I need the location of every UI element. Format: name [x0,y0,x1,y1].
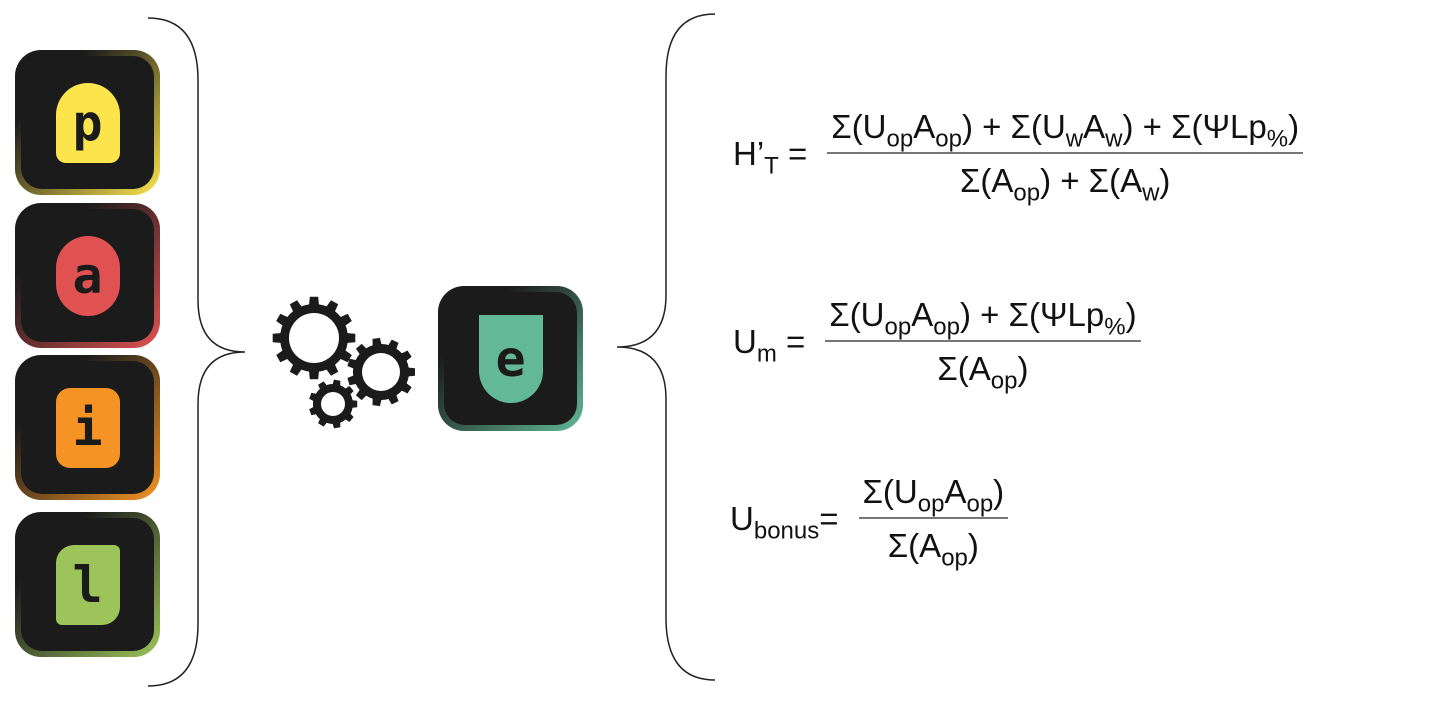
tile-a: a [15,203,160,348]
formula-subscript: op [1013,178,1041,206]
formula-text: ) + Σ(U [961,108,1066,145]
tile-p: p [15,50,160,195]
formula-text: Σ(A [937,349,991,387]
i-badge: i [55,387,120,468]
formula-lhs: H’T = [733,134,808,178]
numerator: Σ(UopAop) + Σ(UwAw) + Σ(ΨLp%) [827,108,1303,152]
output-tile-e: e [438,286,583,431]
formula-subscript: op [966,490,994,518]
formula-subscript: T [764,152,779,180]
formula-text: ) + Σ(ΨLp [959,296,1105,333]
formula-subscript: op [990,366,1018,394]
formula-subscript: op [933,313,960,341]
fraction: Σ(UopAop) + Σ(UwAw) + Σ(ΨLp%)Σ(Aop) + Σ(… [827,108,1304,205]
formula-subscript: op [884,313,912,341]
formula-text: = [819,499,839,537]
tile-l: l [15,512,160,657]
e-badge: e [478,314,543,403]
medium-gear-icon [347,337,415,407]
large-gear-icon [272,296,356,380]
formula-text: Σ(U [831,108,887,145]
formula-lhs: Um = [733,322,806,366]
fraction: Σ(UopAop)Σ(Aop) [858,473,1009,570]
formula-text: ) [1288,108,1300,145]
l-badge: l [55,544,120,625]
denominator: Σ(Aop) + Σ(Aw) [956,154,1174,205]
formula-subscript: bonus [753,517,820,545]
p-badge: p [55,82,120,163]
formula-subscript: % [1266,125,1289,153]
formula-text: A [944,473,967,510]
formula-subscript: w [1065,125,1084,153]
small-gear-icon [309,379,358,429]
formula-text: A [1083,108,1106,145]
formula-text: U [733,322,757,360]
left-brace [147,17,246,687]
formula-text: Σ(A [959,161,1014,199]
formula-text: ) [1017,349,1029,387]
formula-subscript: % [1104,313,1126,341]
e-letter: e [495,329,526,388]
denominator: Σ(Aop) [884,519,983,570]
formula-text: ) + Σ(ΨLp [1122,108,1267,145]
formula-subscript: op [935,125,962,153]
formula-1: H’T =Σ(UopAop) + Σ(UwAw) + Σ(ΨLp%)Σ(Aop)… [733,108,1304,205]
formula-subscript: op [886,125,914,153]
a-badge: a [55,235,120,316]
formula-text: ) [993,473,1005,510]
formula-3: Ubonus=Σ(UopAop)Σ(Aop) [730,473,1009,570]
fraction-bar [825,340,1141,342]
formula-subscript: op [917,490,945,518]
formula-text: A [911,296,934,333]
formula-lhs: Ubonus= [730,499,839,543]
formula-text: ) [967,526,979,564]
denominator: Σ(Aop) [933,342,1032,393]
l-letter: l [72,555,103,614]
fraction: Σ(UopAop) + Σ(ΨLp%)Σ(Aop) [825,296,1141,393]
numerator: Σ(UopAop) + Σ(ΨLp%) [825,296,1140,340]
formula-text: ) [1125,296,1137,333]
i-letter: i [72,398,103,457]
formula-subscript: m [756,340,777,368]
formula-text: Σ(A [887,526,942,564]
formula-text: = [778,134,808,172]
formula-text: Σ(U [862,473,918,510]
fraction-bar [827,152,1304,154]
numerator: Σ(UopAop) [859,473,1009,517]
formula-subscript: w [1105,125,1123,153]
right-brace [616,13,716,681]
formula-subscript: op [941,543,968,571]
a-letter: a [72,246,103,305]
p-letter: p [72,93,103,152]
formula-text: ) + Σ(A [1040,161,1143,199]
tile-i: i [15,355,160,500]
formula-text: = [776,322,806,360]
formula-2: Um =Σ(UopAop) + Σ(ΨLp%)Σ(Aop) [733,296,1141,393]
formula-subscript: w [1142,178,1160,206]
formula-text: A [913,108,936,145]
formula-text: U [730,499,754,537]
formula-text: Σ(U [829,296,885,333]
fraction-bar [858,517,1009,519]
formula-text: H’ [733,134,765,172]
formula-text: ) [1159,161,1171,199]
